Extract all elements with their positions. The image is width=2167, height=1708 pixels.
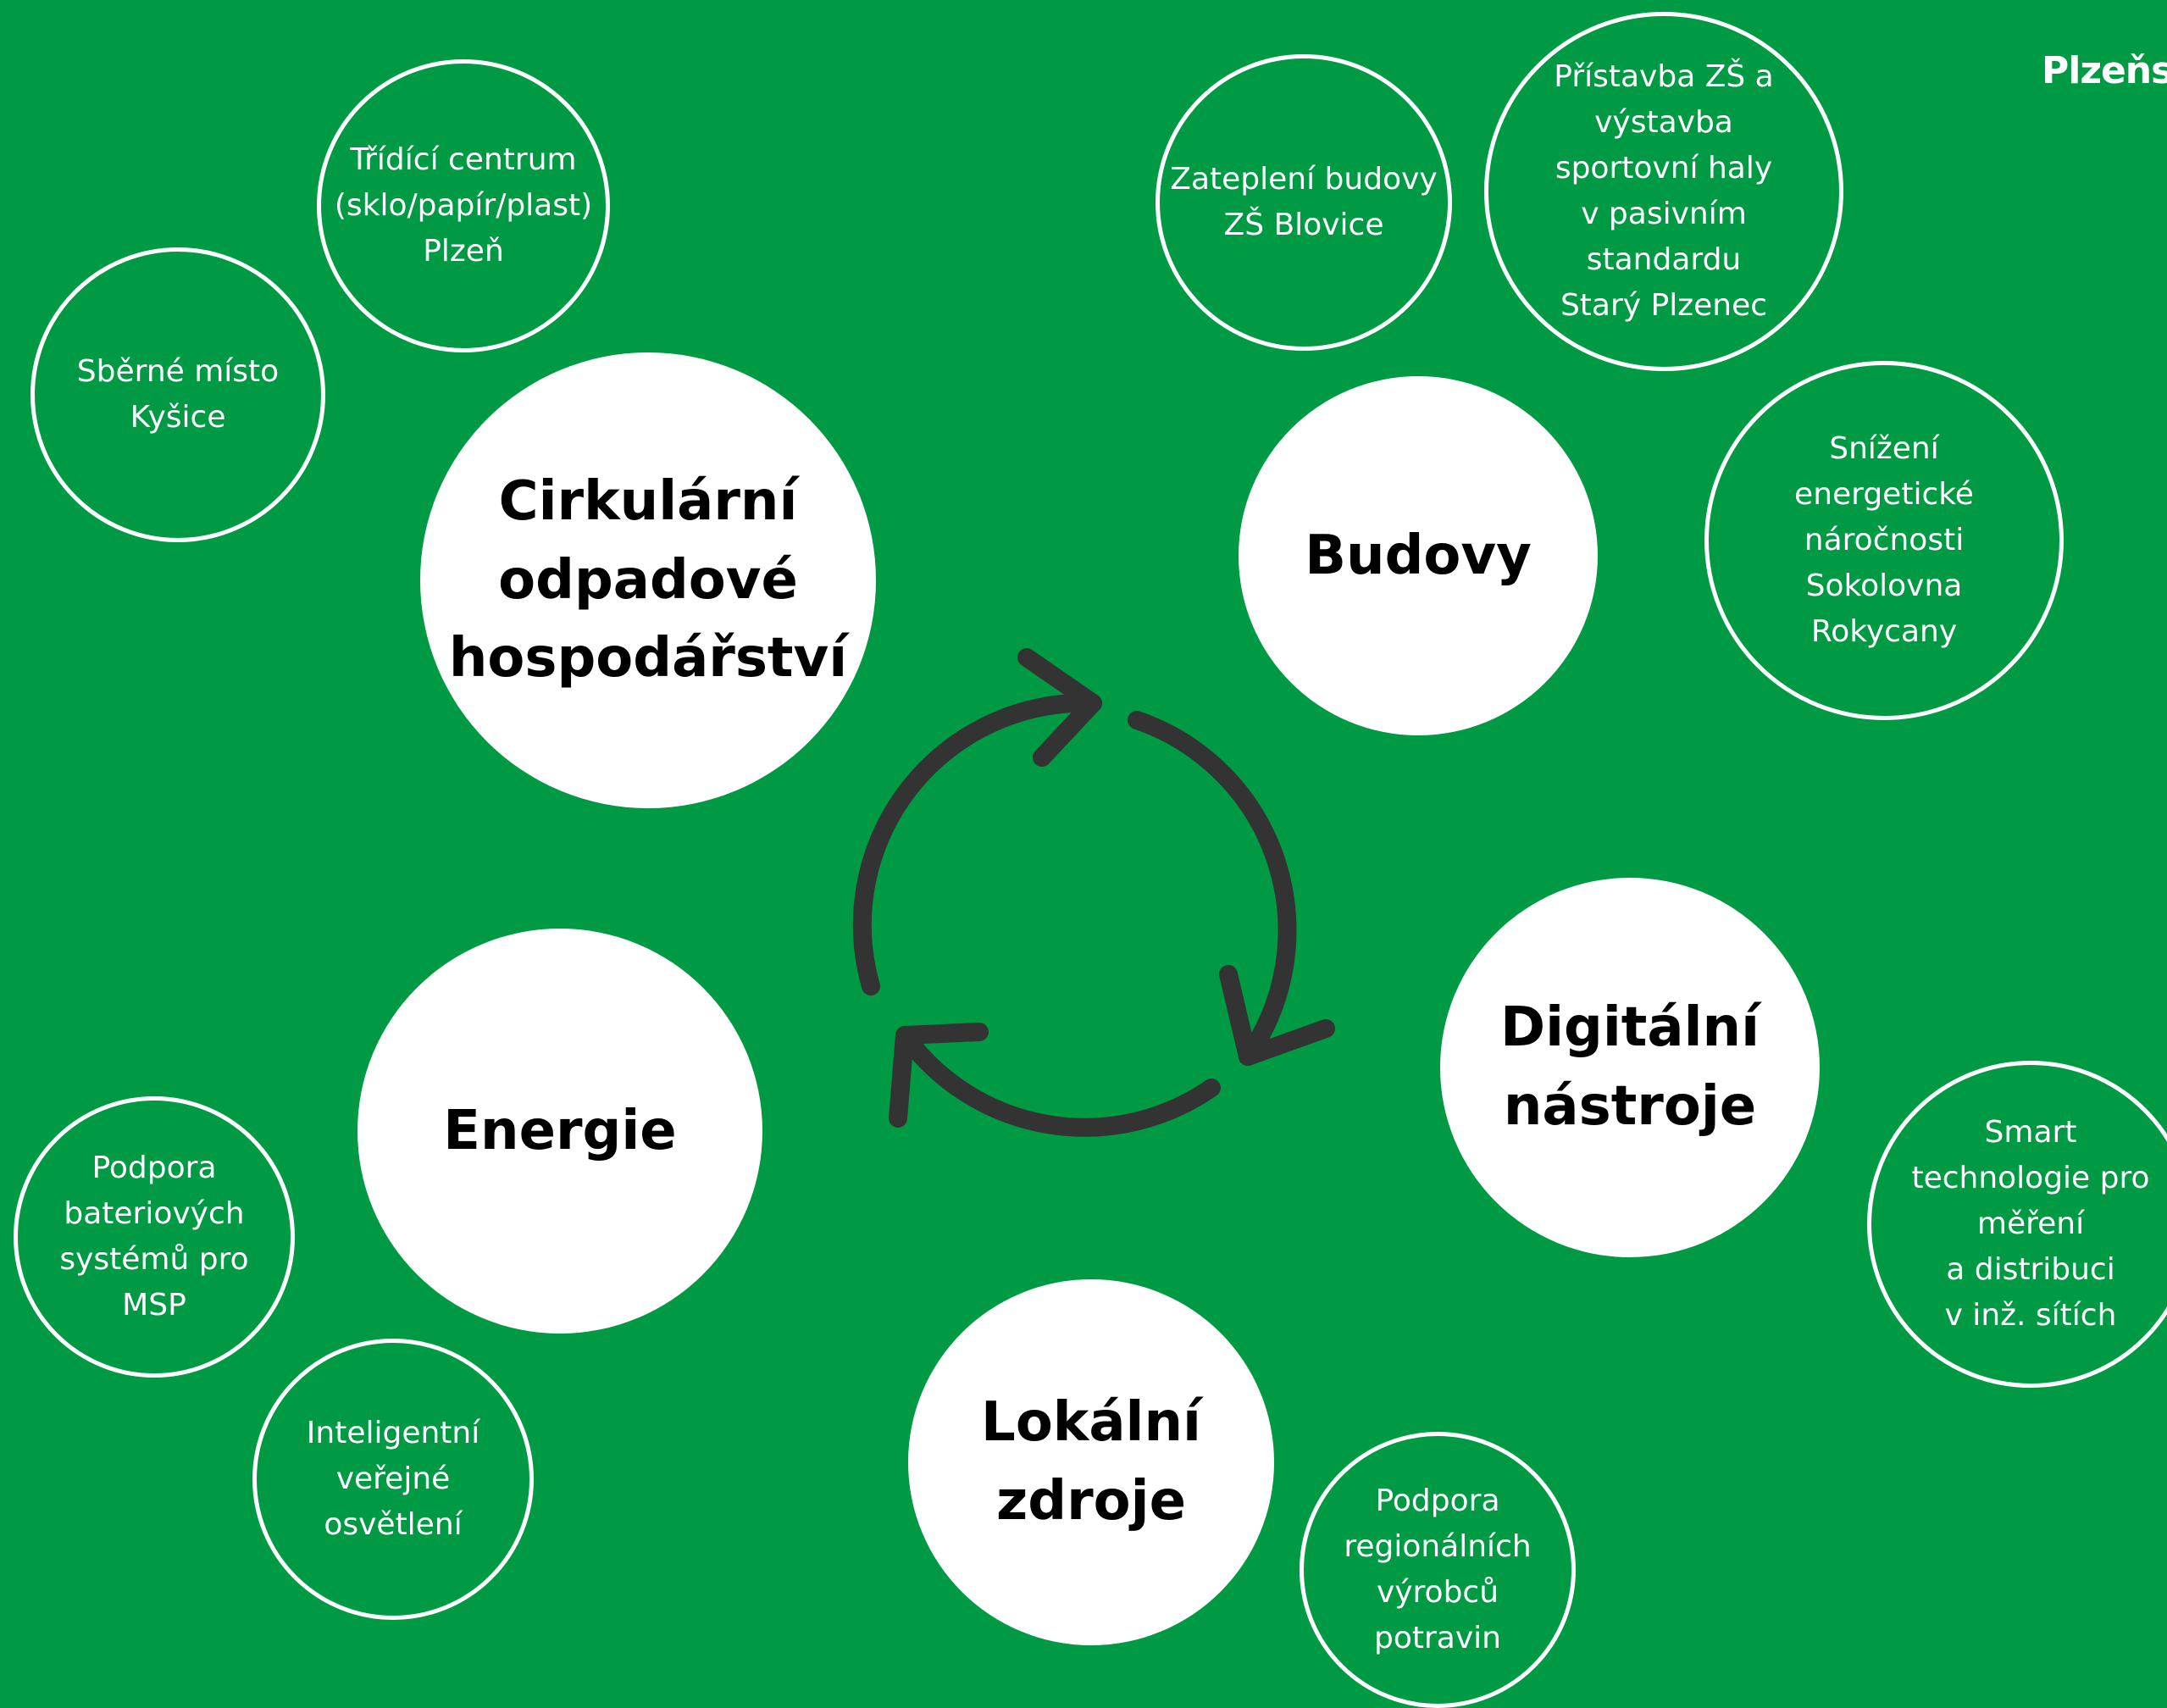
project-label: Podpora bateriových systémů pro MSP bbox=[59, 1151, 249, 1323]
project-smart-tech: Smart technologie pro měření a distribuc… bbox=[1867, 1061, 2167, 1388]
cycle-arc-top bbox=[852, 693, 1102, 995]
cycle-arrowhead-right bbox=[1219, 965, 1335, 1066]
cycle-arrowhead-bottom bbox=[889, 1023, 989, 1128]
project-label: Snížení energetické náročnosti Sokolovna… bbox=[1794, 431, 1974, 649]
project-food-producers: Podpora regionálních výrobců potravin bbox=[1300, 1432, 1576, 1708]
topic-circular-economy: Cirkulární odpadové hospodářství bbox=[420, 352, 876, 808]
topic-label: Energie bbox=[443, 1099, 677, 1162]
topic-label: Lokální zdroje bbox=[981, 1391, 1201, 1533]
topic-label: Cirkulární odpadové hospodářství bbox=[448, 469, 848, 690]
project-label: Smart technologie pro měření a distribuc… bbox=[1911, 1115, 2150, 1333]
project-insulation: Zateplení budovy ZŠ Blovice bbox=[1156, 54, 1452, 351]
project-label: Inteligentní veřejné osvětlení bbox=[306, 1416, 480, 1542]
cycle-arc-bottom bbox=[895, 1026, 1221, 1137]
recycle-arrows-icon bbox=[852, 648, 1335, 1137]
project-label: Podpora regionálních výrobců potravin bbox=[1344, 1483, 1532, 1655]
project-label: Sběrné místo Kyšice bbox=[76, 354, 280, 435]
project-sokolovna: Snížení energetické náročnosti Sokolovna… bbox=[1704, 361, 2064, 720]
topic-buildings: Budovy bbox=[1239, 376, 1598, 735]
project-sorting-center: Třídící centrum (sklo/papír/plast) Plzeň bbox=[317, 59, 610, 352]
brand-logo-text: Plzeňs bbox=[2042, 49, 2167, 92]
cycle-arc-right bbox=[1128, 711, 1297, 1066]
project-school-extension: Přístavba ZŠ a výstavba sportovní haly v… bbox=[1484, 12, 1843, 371]
project-collection-point: Sběrné místo Kyšice bbox=[30, 247, 325, 542]
project-public-lighting: Inteligentní veřejné osvětlení bbox=[252, 1339, 534, 1620]
topic-digital-tools: Digitální nástroje bbox=[1440, 878, 1820, 1257]
topic-energy: Energie bbox=[357, 929, 762, 1334]
topic-label: Digitální nástroje bbox=[1499, 996, 1760, 1138]
topic-local-resources: Lokální zdroje bbox=[908, 1279, 1274, 1645]
project-label: Přístavba ZŠ a výstavba sportovní haly v… bbox=[1554, 59, 1774, 323]
topic-label: Budovy bbox=[1305, 524, 1532, 587]
project-battery-systems: Podpora bateriových systémů pro MSP bbox=[14, 1096, 295, 1378]
project-label: Zateplení budovy ZŠ Blovice bbox=[1170, 162, 1438, 242]
cycle-arrowhead-top bbox=[1017, 648, 1102, 767]
project-label: Třídící centrum (sklo/papír/plast) Plzeň bbox=[334, 142, 593, 269]
